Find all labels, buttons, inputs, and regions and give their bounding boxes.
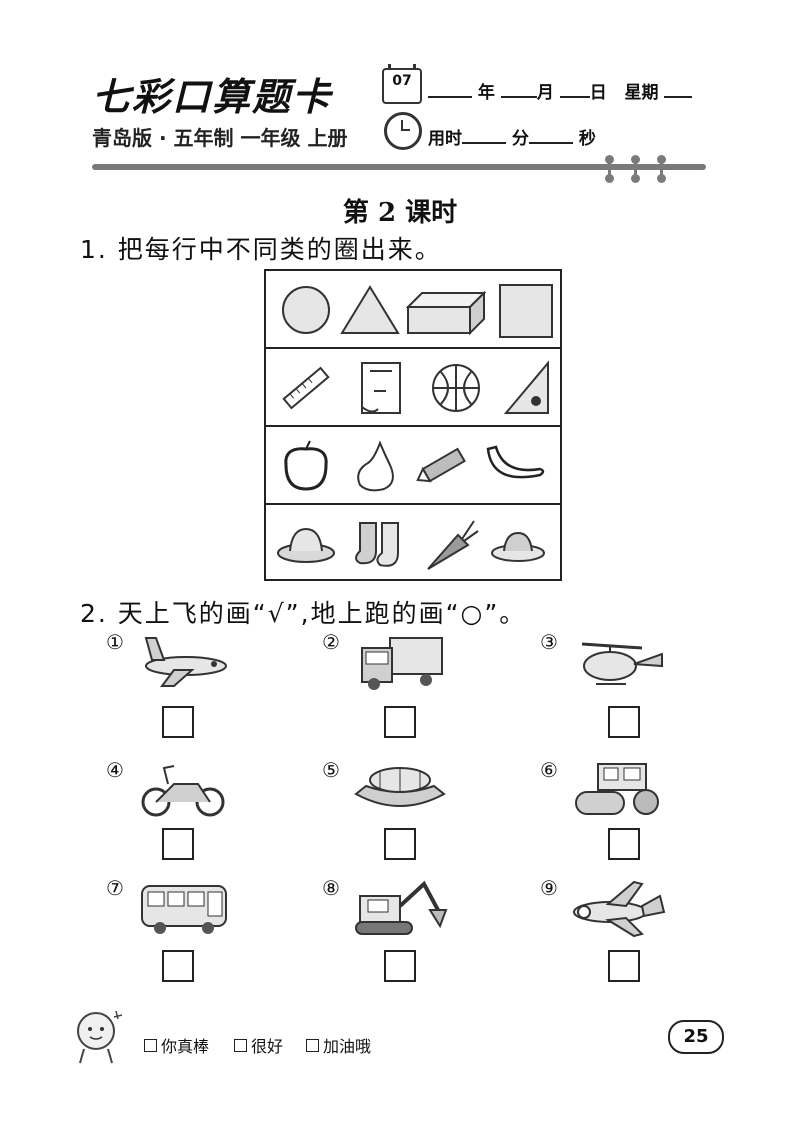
vehicle-item: ⑥ — [540, 758, 740, 878]
answer-box[interactable] — [384, 950, 416, 982]
day-label: 日 — [589, 83, 607, 103]
divider-pin-icon — [605, 155, 614, 183]
month-label: 月 — [536, 83, 554, 103]
rating-checkbox[interactable] — [144, 1038, 157, 1052]
odd-one-out-grid — [264, 269, 562, 581]
triangle-icon[interactable] — [340, 279, 400, 341]
rating-label: 你真棒 — [161, 1037, 210, 1056]
socks-icon[interactable] — [350, 513, 410, 575]
answer-box[interactable] — [162, 706, 194, 738]
vehicle-number: ④ — [106, 758, 124, 782]
jet-plane-icon — [568, 876, 668, 938]
mascot-icon — [70, 1005, 126, 1067]
divider-pin-icon — [631, 155, 640, 183]
answer-box[interactable] — [608, 828, 640, 860]
pencil-icon[interactable] — [412, 435, 472, 497]
airplane-icon — [134, 630, 234, 692]
rating-option[interactable]: 加油哦 — [306, 1033, 371, 1057]
rating-checkbox[interactable] — [306, 1038, 319, 1052]
square-icon[interactable] — [496, 279, 556, 341]
cuboid-icon[interactable] — [405, 279, 487, 341]
month-blank[interactable] — [500, 82, 537, 98]
set-square-icon[interactable] — [496, 357, 556, 419]
truck-icon — [350, 630, 450, 692]
boat-icon — [350, 758, 450, 820]
vehicle-item: ① — [106, 630, 306, 750]
road-roller-icon — [568, 758, 668, 820]
calendar-icon: 07 — [382, 64, 422, 104]
helicopter-icon — [568, 630, 668, 692]
grid-row — [266, 271, 560, 349]
brand-title: 七彩口算题卡 — [92, 74, 333, 119]
time-prefix: 用时 — [428, 129, 462, 149]
vehicle-number: ⑨ — [540, 876, 558, 900]
hat-icon[interactable] — [276, 513, 336, 575]
calendar-number: 07 — [392, 73, 412, 89]
header-divider — [92, 164, 706, 170]
answer-box[interactable] — [162, 828, 194, 860]
vehicle-item: ⑦ — [106, 876, 306, 996]
weekday-label: 星期 — [624, 83, 659, 103]
vehicle-number: ⑧ — [322, 876, 340, 900]
rating-option[interactable]: 很好 — [234, 1033, 283, 1057]
minutes-blank[interactable] — [462, 128, 506, 144]
ball-icon[interactable] — [426, 357, 486, 419]
rating-label: 很好 — [251, 1037, 284, 1056]
motorcycle-icon — [134, 758, 234, 820]
question1-prompt: 1. 把每行中不同类的圈出来。 — [80, 235, 442, 264]
rating-option[interactable]: 你真棒 — [144, 1033, 209, 1057]
excavator-icon — [350, 876, 450, 938]
ruler-icon[interactable] — [276, 357, 336, 419]
grid-row — [266, 349, 560, 427]
bus-icon — [134, 876, 234, 938]
book-icon[interactable] — [352, 357, 412, 419]
answer-box[interactable] — [608, 950, 640, 982]
banana-icon[interactable] — [482, 435, 548, 497]
answer-box[interactable] — [608, 706, 640, 738]
rating-label: 加油哦 — [323, 1037, 372, 1056]
pear-icon[interactable] — [346, 435, 406, 497]
apple-icon[interactable] — [276, 435, 336, 497]
lesson-title: 第 2 课时 — [342, 198, 458, 228]
vehicle-item: ③ — [540, 630, 740, 750]
edition-label: 青岛版 · 五年制 一年级 上册 — [92, 126, 348, 150]
year-blank[interactable] — [428, 82, 472, 98]
date-fields: 年 月 日 星期 — [428, 78, 693, 103]
page-number: 25 — [668, 1020, 724, 1054]
rating-checkbox[interactable] — [234, 1038, 247, 1052]
carrot-icon[interactable] — [422, 513, 482, 575]
vehicle-number: ⑦ — [106, 876, 124, 900]
vehicle-number: ① — [106, 630, 124, 654]
vehicle-number: ③ — [540, 630, 558, 654]
seconds-label: 秒 — [578, 129, 596, 149]
answer-box[interactable] — [384, 706, 416, 738]
grid-row — [266, 427, 560, 505]
vehicle-number: ⑤ — [322, 758, 340, 782]
vehicle-item: ⑨ — [540, 876, 740, 996]
grid-row — [266, 505, 560, 583]
answer-box[interactable] — [162, 950, 194, 982]
vehicle-number: ② — [322, 630, 340, 654]
weekday-blank[interactable] — [664, 82, 693, 98]
question2-prompt: 2. 天上飞的画“√”,地上跑的画“○”。 — [80, 599, 527, 628]
vehicle-item: ② — [322, 630, 522, 750]
vehicle-item: ⑧ — [322, 876, 522, 996]
time-fields: 用时 分 秒 — [428, 124, 596, 149]
vehicle-item: ⑤ — [322, 758, 522, 878]
vehicle-number: ⑥ — [540, 758, 558, 782]
vehicle-item: ④ — [106, 758, 306, 878]
minutes-label: 分 — [511, 129, 529, 149]
clock-icon — [384, 112, 422, 150]
day-blank[interactable] — [559, 82, 590, 98]
year-label: 年 — [477, 83, 495, 103]
seconds-blank[interactable] — [528, 128, 573, 144]
cap-icon[interactable] — [488, 513, 548, 575]
divider-pin-icon — [657, 155, 666, 183]
circle-icon[interactable] — [276, 279, 336, 341]
answer-box[interactable] — [384, 828, 416, 860]
